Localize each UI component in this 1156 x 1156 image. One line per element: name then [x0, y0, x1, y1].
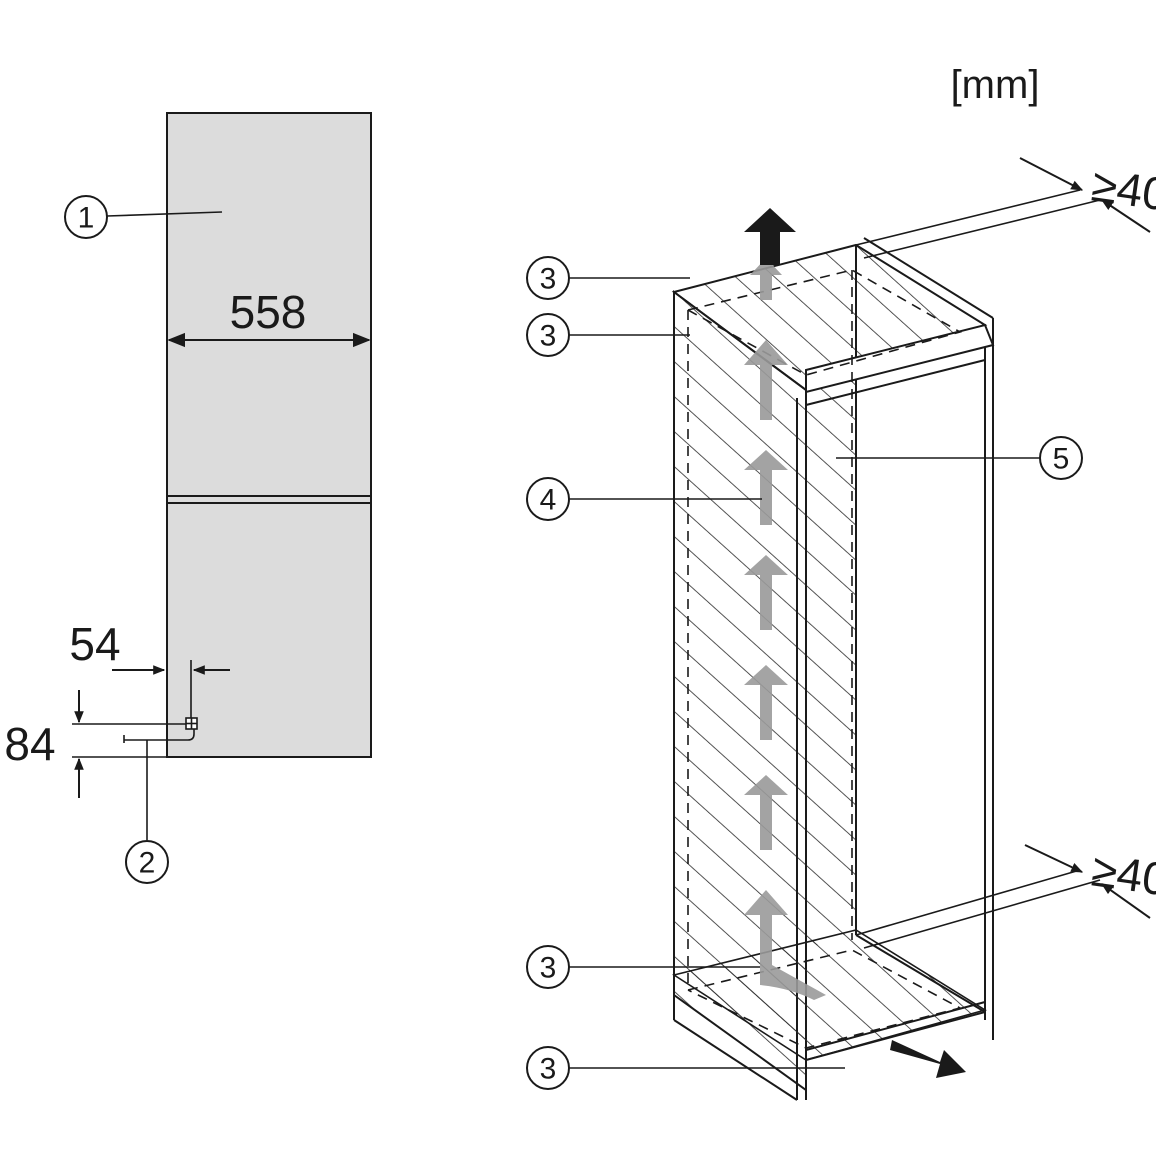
airflow-arrow-inlet	[744, 890, 826, 1000]
callout-3-bottom-b: 3	[526, 1046, 845, 1090]
svg-text:54: 54	[69, 618, 120, 670]
airflow-arrow	[744, 555, 788, 630]
width-dimension-label: 558	[230, 286, 307, 338]
airflow-arrow	[744, 665, 788, 740]
width-dimension: 558	[167, 286, 371, 348]
callout-3-bottom-a: 3	[526, 945, 760, 989]
units-label: [mm]	[951, 63, 1040, 107]
air-outlet-arrow	[744, 208, 796, 265]
airflow-arrow-top	[750, 258, 782, 300]
svg-text:5: 5	[1053, 443, 1070, 476]
svg-text:2: 2	[139, 847, 156, 880]
callout-2: 2	[125, 740, 169, 884]
callout-1: 1	[64, 195, 223, 239]
arrow-up-icon	[744, 208, 796, 265]
arrow-right-icon	[890, 1040, 966, 1078]
airflow-arrow	[744, 775, 788, 850]
vent-bottom-dimension: ≥40	[855, 843, 1156, 949]
svg-text:3: 3	[540, 320, 557, 353]
air-inlet-arrow	[890, 1040, 966, 1078]
vent-bottom-label: ≥40	[1089, 843, 1156, 905]
appliance-front-view	[166, 112, 372, 758]
callout-3-top-a: 3	[526, 256, 690, 300]
svg-text:1: 1	[78, 202, 95, 235]
connection-offset-y-dimension: 84	[4, 690, 186, 798]
svg-text:3: 3	[540, 952, 557, 985]
vent-top-dimension: ≥40	[855, 157, 1156, 259]
svg-text:3: 3	[540, 1053, 557, 1086]
connection-offset-x-dimension: 54	[69, 618, 230, 722]
svg-text:4: 4	[540, 484, 557, 517]
niche-cabinet	[671, 237, 995, 1101]
svg-text:84: 84	[4, 718, 55, 770]
airflow-arrows	[744, 258, 826, 1000]
svg-text:3: 3	[540, 263, 557, 296]
callout-5: 5	[836, 436, 1083, 480]
callout-3-top-b: 3	[526, 313, 690, 357]
vent-top-label: ≥40	[1089, 158, 1156, 220]
airflow-arrow	[744, 450, 788, 525]
airflow-arrow	[744, 340, 788, 420]
callout-4: 4	[526, 477, 762, 521]
